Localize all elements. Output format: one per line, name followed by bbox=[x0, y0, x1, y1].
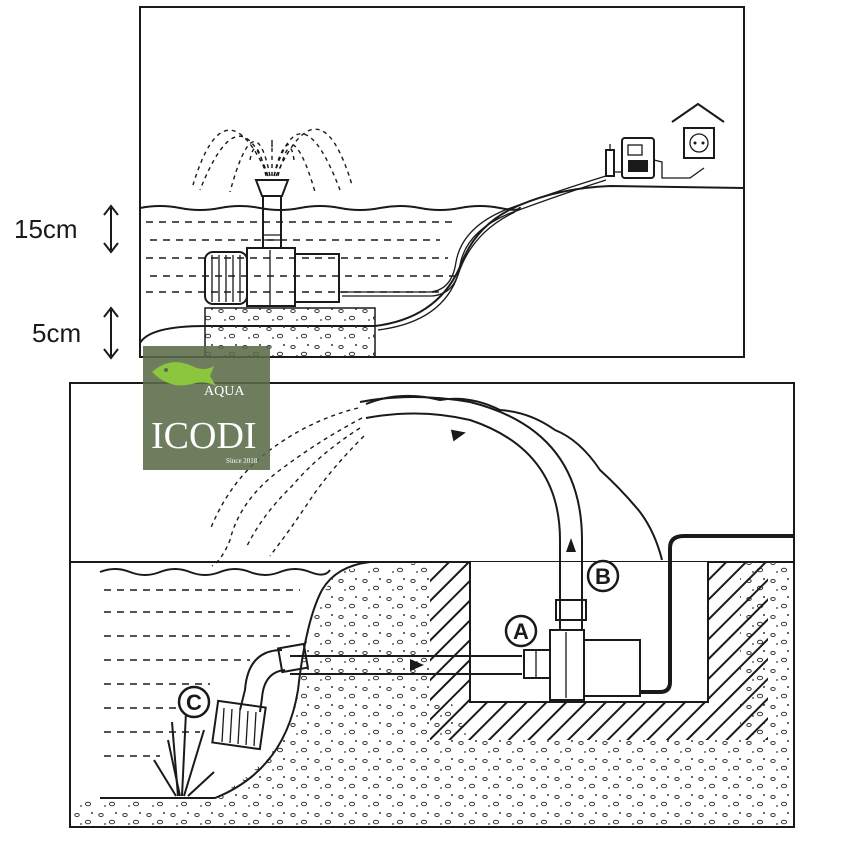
pond-water-top bbox=[139, 205, 521, 293]
pond-bank-top bbox=[139, 184, 745, 344]
pond-bank-inner bbox=[377, 211, 516, 331]
watermark-line3: Since 2018 bbox=[226, 457, 258, 465]
pump-bottom bbox=[523, 629, 641, 701]
measure-arrow-lower bbox=[103, 306, 119, 360]
label-b-marker: B bbox=[586, 559, 620, 593]
pond-bank-bottom bbox=[100, 561, 371, 799]
pump-top bbox=[204, 247, 340, 307]
measure-label-5cm: 5cm bbox=[32, 318, 81, 348]
fish-icon bbox=[152, 362, 216, 386]
label-c: C bbox=[186, 690, 202, 715]
fountain-spray bbox=[192, 128, 353, 193]
label-b: B bbox=[595, 564, 611, 589]
suction-hose bbox=[239, 642, 522, 713]
watermark-line1: AQUA bbox=[204, 384, 245, 399]
measure-label-15cm: 15cm bbox=[14, 214, 78, 244]
ground-gravel bbox=[70, 562, 794, 827]
rock-mound bbox=[365, 394, 663, 561]
transformer bbox=[605, 137, 705, 179]
discharge-hose bbox=[359, 396, 587, 630]
label-c-marker: C bbox=[177, 685, 211, 719]
label-a-marker: A bbox=[504, 614, 538, 648]
bottom-panel: A B C bbox=[69, 382, 795, 828]
measure-arrow-upper bbox=[103, 204, 119, 254]
power-cable-bottom bbox=[640, 534, 794, 694]
label-a: A bbox=[513, 619, 529, 644]
watermark-line2: ICODI bbox=[151, 415, 257, 457]
fountain-riser bbox=[254, 179, 290, 249]
power-socket bbox=[671, 102, 725, 159]
top-panel-frame bbox=[139, 6, 745, 358]
power-cable-top bbox=[339, 175, 607, 293]
top-panel: 15cm 5cm bbox=[14, 6, 745, 360]
aquatic-plant bbox=[153, 711, 215, 797]
strainer-c bbox=[211, 699, 267, 751]
watermark-logo: AQUA ICODI Since 2018 bbox=[143, 346, 270, 470]
